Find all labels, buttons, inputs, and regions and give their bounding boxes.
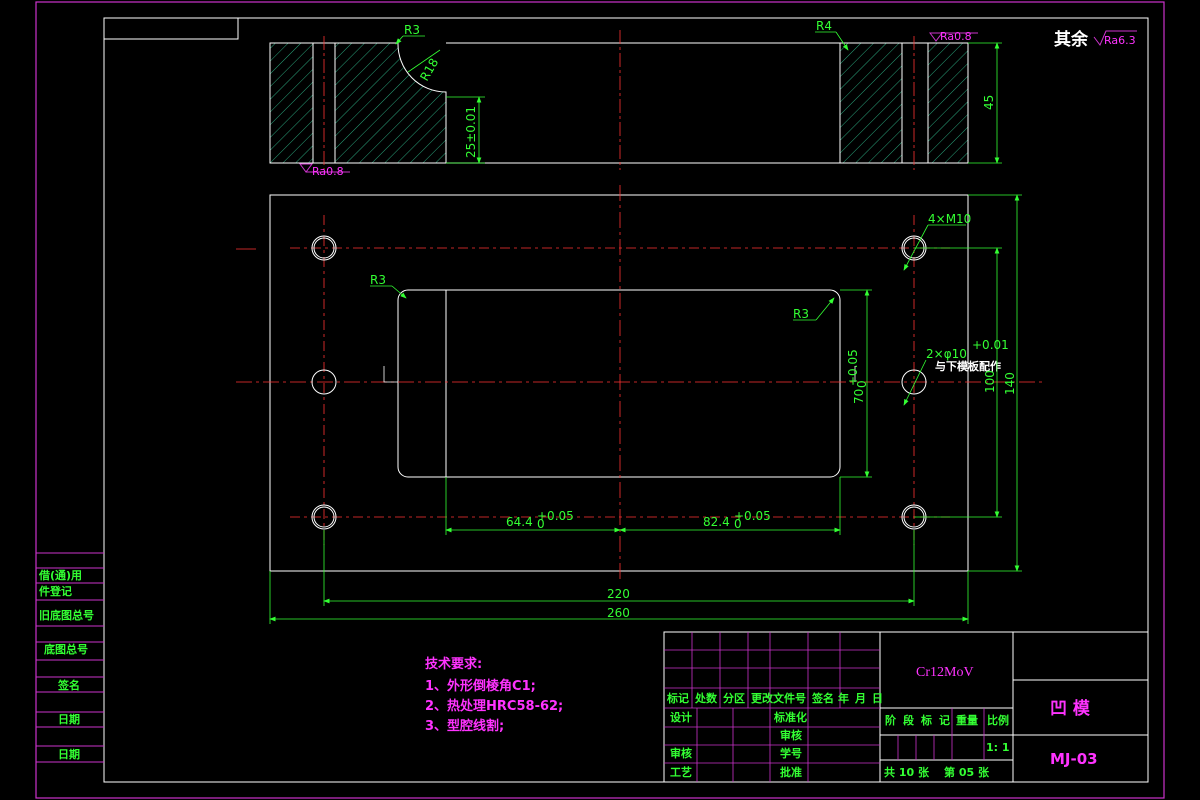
tb-process: 工艺 xyxy=(670,765,692,779)
stage-header: 标 xyxy=(920,713,932,727)
label-pin-tol: +0.01 xyxy=(972,338,1009,352)
tb-review: 审核 xyxy=(780,728,802,742)
finish-note-value: Ra6.3 xyxy=(1104,34,1136,47)
scale-value: 1: 1 xyxy=(986,741,1010,754)
strip-label: 借(通)用 xyxy=(38,568,82,582)
dim-cavity-height-tol-lower: 0 xyxy=(855,380,869,388)
top-left-tab xyxy=(103,17,239,40)
strip-label: 件登记 xyxy=(39,584,72,598)
plate-outline xyxy=(269,194,969,572)
strip-label: 旧底图总号 xyxy=(39,608,94,622)
label-pin-note: 与下模板配作 xyxy=(935,359,1001,373)
rev-header: 标记 xyxy=(666,691,689,705)
strip-label: 日期 xyxy=(58,747,80,761)
rev-header: 签名 xyxy=(811,691,834,705)
rev-header: 分区 xyxy=(723,691,745,705)
tb-approve: 批准 xyxy=(780,765,802,779)
drawing-number: MJ-03 xyxy=(1050,750,1098,768)
roughness-top-label: Ra0.8 xyxy=(940,30,972,43)
hole-bottom-left xyxy=(311,504,337,530)
cavity-r3-left: R3 xyxy=(370,273,386,287)
section-view: R3 R18 R4 Ra0.8 Ra0.8 25±0.01 45 xyxy=(269,19,1002,178)
tb-standardize: 标准化 xyxy=(773,710,807,724)
roughness-top-icon xyxy=(929,32,978,42)
section-r18-label: R18 xyxy=(417,56,441,83)
sheet-total: 共 10 张 xyxy=(884,765,930,779)
dim-left-horizontal-tol-lower: 0 xyxy=(537,517,545,531)
tech-item: 3、型腔线割; xyxy=(425,718,504,734)
tech-item: 1、外形倒棱角C1; xyxy=(425,678,536,694)
cavity-r3-right: R3 xyxy=(793,307,809,321)
dim-right-horizontal-tol: +0.05 xyxy=(734,509,771,523)
rev-header: 日 xyxy=(872,692,883,705)
stage-header: 阶 xyxy=(885,713,897,727)
finish-note-prefix: 其余 xyxy=(1054,29,1089,50)
rev-header: 月 xyxy=(854,692,866,705)
tech-requirements: 技术要求: 1、外形倒棱角C1; 2、热处理HRC58-62; 3、型腔线割; xyxy=(425,656,563,734)
strip-label: 底图总号 xyxy=(44,642,88,656)
part-name: 凹 模 xyxy=(1050,698,1091,719)
dim-right-horizontal: 82.4 xyxy=(703,515,730,529)
title-block: Cr12MoV 凹 模 MJ-03 标记 处数 分区 更改文件号 签名 年 月 … xyxy=(663,631,1149,783)
roughness-symbol-icon xyxy=(1093,30,1137,46)
cavity-outline xyxy=(397,289,841,478)
tech-item: 2、热处理HRC58-62; xyxy=(425,698,563,714)
rev-header: 更改文件号 xyxy=(751,691,806,705)
dim-cavity-height-tol: +0.05 xyxy=(846,349,860,386)
dim-left-horizontal-tol: +0.05 xyxy=(537,509,574,523)
stage-header: 段 xyxy=(903,713,914,727)
tb-design: 设计 xyxy=(670,710,692,724)
dim-depth: 25±0.01 xyxy=(464,106,478,158)
tech-title: 技术要求: xyxy=(425,656,482,672)
roughness-bottom-icon xyxy=(299,163,350,173)
rev-header: 年 xyxy=(838,691,849,705)
hole-top-left xyxy=(311,235,337,261)
dim-left-horizontal: 64.4 xyxy=(506,515,533,529)
strip-label: 日期 xyxy=(58,712,80,726)
section-r4-label: R4 xyxy=(816,19,832,33)
dim-cavity-height: 70 xyxy=(852,389,866,404)
pin-hole-left xyxy=(311,369,337,395)
tb-school-no: 学号 xyxy=(780,746,802,760)
left-registration-strip xyxy=(36,552,104,763)
label-pin-holes: 2×φ10 xyxy=(926,347,967,361)
dim-outer-horizontal: 260 xyxy=(607,606,630,620)
dim-inner-vertical: 100 xyxy=(983,370,997,393)
dim-holes-horizontal: 220 xyxy=(607,587,630,601)
stage-header: 比例 xyxy=(987,713,1009,727)
roughness-bottom-label: Ra0.8 xyxy=(312,165,344,178)
stage-header: 记 xyxy=(939,714,950,727)
pin-hole-right xyxy=(901,369,927,395)
dim-outer-vertical: 140 xyxy=(1003,372,1017,395)
strip-label: 签名 xyxy=(57,678,80,692)
sheet-number: 第 05 张 xyxy=(944,765,990,779)
sheet-inner-frame xyxy=(103,17,1149,783)
dim-thickness: 45 xyxy=(982,95,996,110)
stage-header: 重量 xyxy=(956,713,978,727)
rev-header: 处数 xyxy=(694,691,718,705)
material-label: Cr12MoV xyxy=(916,665,974,680)
section-r3-label: R3 xyxy=(404,23,420,37)
dim-right-horizontal-tol-lower: 0 xyxy=(734,517,742,531)
label-4xm10: 4×M10 xyxy=(928,212,971,226)
tb-check: 审核 xyxy=(670,746,692,760)
plan-view: 4×M10 2×φ10 +0.01 与下模板配作 R3 R3 70 +0.05 … xyxy=(236,185,1044,624)
sheet-outer-frame xyxy=(35,1,1165,799)
